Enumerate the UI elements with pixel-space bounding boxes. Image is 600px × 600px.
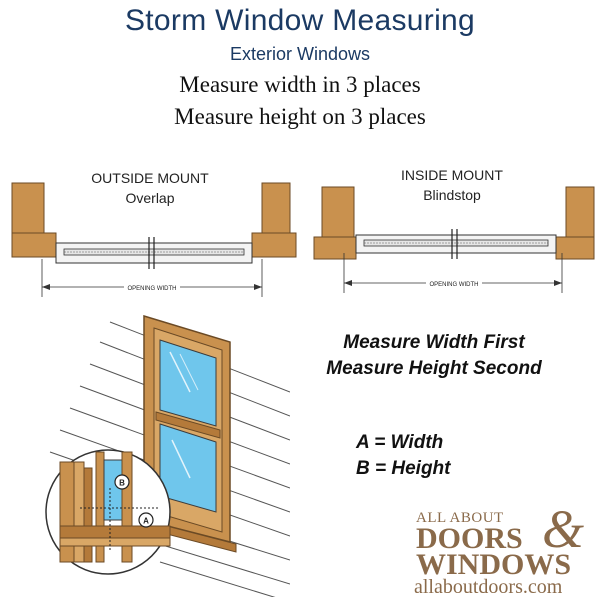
logo-line-doors: DOORS (416, 522, 523, 555)
measure-order-text: Measure Width First Measure Height Secon… (300, 330, 568, 382)
outside-mount-title: OUTSIDE MOUNT (91, 170, 209, 186)
outside-mount-subtitle: Overlap (125, 190, 175, 206)
legend-definitions: A = Width B = Height (356, 430, 516, 482)
callout-b-letter: B (119, 479, 125, 488)
page-title: Storm Window Measuring (124, 4, 476, 37)
logo-line-windows: WINDOWS (416, 548, 572, 581)
logo-url: allaboutdoors.com (414, 576, 563, 598)
a-definition: A = Width (356, 432, 444, 453)
inside-mount-diagram: OPENING WIDTH (313, 186, 595, 293)
lower-sash-glass (159, 423, 217, 513)
left-wall-block (11, 182, 45, 234)
callout-a-letter: A (143, 517, 149, 526)
inside-mount-title: INSIDE MOUNT (401, 167, 503, 183)
detail-contents (59, 451, 171, 563)
inside-mount-label: INSIDE MOUNT Blindstop (362, 165, 542, 205)
callout-b-marker (114, 474, 130, 490)
width-instruction: Measure width in 3 places (179, 72, 421, 97)
inside-right-wall-block (565, 186, 595, 238)
outside-mount-diagram: OPENING WIDTH (11, 182, 297, 297)
inside-opening-width-label: OPENING WIDTH (430, 282, 479, 288)
inside-mount-subtitle: Blindstop (423, 187, 481, 203)
left-sill-block (11, 232, 57, 258)
brand-logo: ALL ABOUT DOORS & WINDOWS allaboutdoors.… (396, 499, 600, 600)
logo-ampersand: & (542, 499, 585, 559)
page-subtitle: Exterior Windows (229, 44, 371, 64)
measure-width-first: Measure Width First (343, 332, 525, 353)
right-wall-block (261, 182, 291, 234)
right-sill-block (251, 232, 297, 258)
callout-a-marker (138, 512, 154, 528)
outside-opening-width-label: OPENING WIDTH (128, 286, 177, 292)
mount-diagrams: OPENING WIDTH OPENING WIDTH (11, 182, 595, 297)
inside-left-sill-block (313, 236, 357, 260)
measure-height-second: Measure Height Second (326, 358, 542, 379)
outside-mount-label: OUTSIDE MOUNT Overlap (60, 168, 240, 208)
height-instruction: Measure height on 3 places (174, 104, 426, 129)
inside-left-wall-block (321, 186, 355, 238)
b-definition: B = Height (356, 458, 451, 479)
logo-line-all-about: ALL ABOUT (416, 510, 504, 526)
window-illustration: B A (45, 314, 290, 597)
